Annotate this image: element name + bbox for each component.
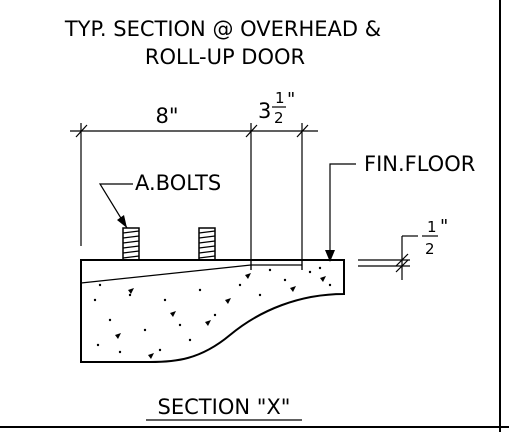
svg-text:2: 2: [425, 240, 435, 258]
anchor-bolts-arrowhead: [117, 215, 127, 228]
concrete-slab-section: [80, 259, 345, 363]
anchor-bolt-right: [198, 227, 216, 261]
anchor-bolt-left: [122, 227, 140, 261]
anchor-bolts-leader: [98, 183, 133, 229]
svg-text:": ": [440, 216, 448, 237]
top-dimension-line: [70, 123, 318, 270]
finish-floor-arrowhead: [325, 250, 335, 262]
section-caption: SECTION "X": [158, 395, 291, 419]
svg-text:1: 1: [427, 218, 437, 236]
title-line-2: ROLL-UP DOOR: [145, 45, 305, 69]
svg-text:1: 1: [275, 89, 285, 107]
svg-text:2: 2: [274, 109, 284, 127]
svg-text:": ": [287, 89, 295, 110]
title-line-1: TYP. SECTION @ OVERHEAD &: [64, 17, 381, 41]
finish-floor-leader: [329, 163, 356, 258]
dimension-8-inch: 8": [155, 104, 178, 128]
drop-dimension: 1 2 ": [358, 216, 448, 280]
anchor-bolts-label: A.BOLTS: [135, 171, 221, 195]
finish-floor-label: FIN.FLOOR: [364, 152, 475, 176]
dimension-3-half-inch: 3 1 2 ": [258, 89, 295, 127]
svg-text:3: 3: [258, 99, 271, 123]
